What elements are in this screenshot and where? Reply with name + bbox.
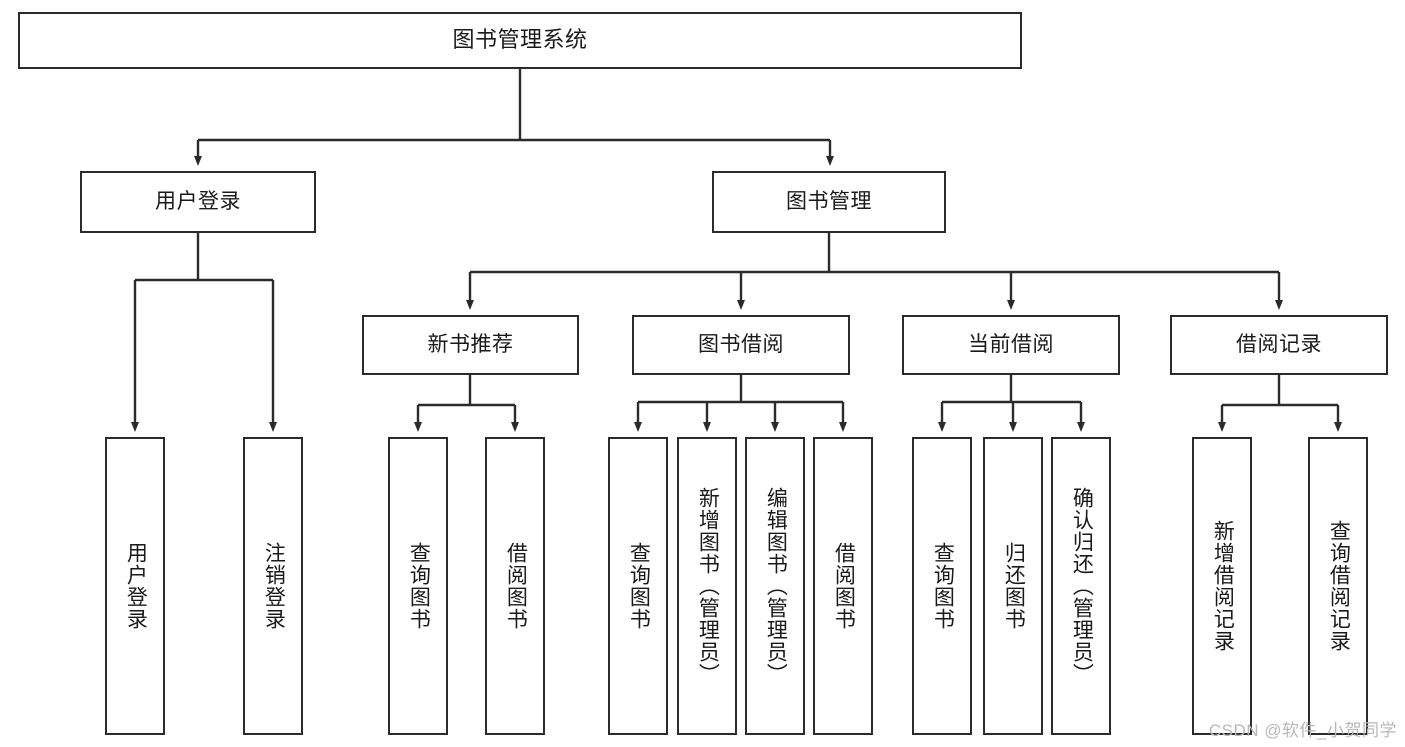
leaf-query-borrow-record[interactable]: 查询借阅记录 bbox=[1308, 437, 1368, 735]
leaf-add-borrow-record-label: 新增借阅记录 bbox=[1211, 520, 1235, 652]
node-borrow-record[interactable]: 借阅记录 bbox=[1170, 315, 1388, 375]
leaf-edit-book-admin[interactable]: 编辑图书（管理员） bbox=[745, 437, 805, 735]
leaf-user-login-label: 用户登录 bbox=[124, 542, 148, 630]
node-new-book-recommend[interactable]: 新书推荐 bbox=[362, 315, 579, 375]
leaf-add-book-admin-label: 新增图书（管理员） bbox=[696, 487, 720, 685]
leaf-query-book-2-label: 查询图书 bbox=[627, 542, 651, 630]
node-current-borrow[interactable]: 当前借阅 bbox=[902, 315, 1120, 375]
node-new-book-recommend-label: 新书推荐 bbox=[427, 333, 514, 357]
node-current-borrow-label: 当前借阅 bbox=[968, 333, 1054, 357]
node-root[interactable]: 图书管理系统 bbox=[18, 12, 1022, 69]
leaf-user-login[interactable]: 用户登录 bbox=[105, 437, 165, 735]
leaf-borrow-book-2[interactable]: 借阅图书 bbox=[813, 437, 873, 735]
node-book-borrow[interactable]: 图书借阅 bbox=[632, 315, 850, 375]
leaf-query-book-1[interactable]: 查询图书 bbox=[388, 437, 448, 735]
leaf-confirm-return-admin-label: 确认归还（管理员） bbox=[1070, 487, 1094, 685]
node-root-label: 图书管理系统 bbox=[452, 27, 588, 53]
leaf-borrow-book-1-label: 借阅图书 bbox=[504, 542, 528, 630]
leaf-edit-book-admin-label: 编辑图书（管理员） bbox=[764, 487, 788, 685]
node-borrow-record-label: 借阅记录 bbox=[1236, 333, 1322, 357]
node-book-manage[interactable]: 图书管理 bbox=[712, 171, 946, 233]
leaf-logout-login-label: 注销登录 bbox=[262, 542, 286, 630]
leaf-return-book[interactable]: 归还图书 bbox=[983, 437, 1043, 735]
leaf-add-borrow-record[interactable]: 新增借阅记录 bbox=[1192, 437, 1252, 735]
watermark-text: CSDN @软件_小贺同学 bbox=[1208, 721, 1397, 740]
leaf-query-book-2[interactable]: 查询图书 bbox=[608, 437, 668, 735]
leaf-query-book-1-label: 查询图书 bbox=[407, 542, 431, 630]
node-user-login[interactable]: 用户登录 bbox=[80, 171, 316, 233]
leaf-borrow-book-2-label: 借阅图书 bbox=[832, 542, 856, 630]
leaf-borrow-book-1[interactable]: 借阅图书 bbox=[485, 437, 545, 735]
node-book-manage-label: 图书管理 bbox=[786, 190, 872, 214]
leaf-query-book-3[interactable]: 查询图书 bbox=[912, 437, 972, 735]
leaf-confirm-return-admin[interactable]: 确认归还（管理员） bbox=[1051, 437, 1111, 735]
leaf-return-book-label: 归还图书 bbox=[1002, 542, 1026, 630]
node-book-borrow-label: 图书借阅 bbox=[698, 333, 784, 357]
leaf-logout-login[interactable]: 注销登录 bbox=[243, 437, 303, 735]
node-user-login-label: 用户登录 bbox=[155, 190, 241, 214]
leaf-add-book-admin[interactable]: 新增图书（管理员） bbox=[677, 437, 737, 735]
leaf-query-borrow-record-label: 查询借阅记录 bbox=[1327, 520, 1351, 652]
leaf-query-book-3-label: 查询图书 bbox=[931, 542, 955, 630]
